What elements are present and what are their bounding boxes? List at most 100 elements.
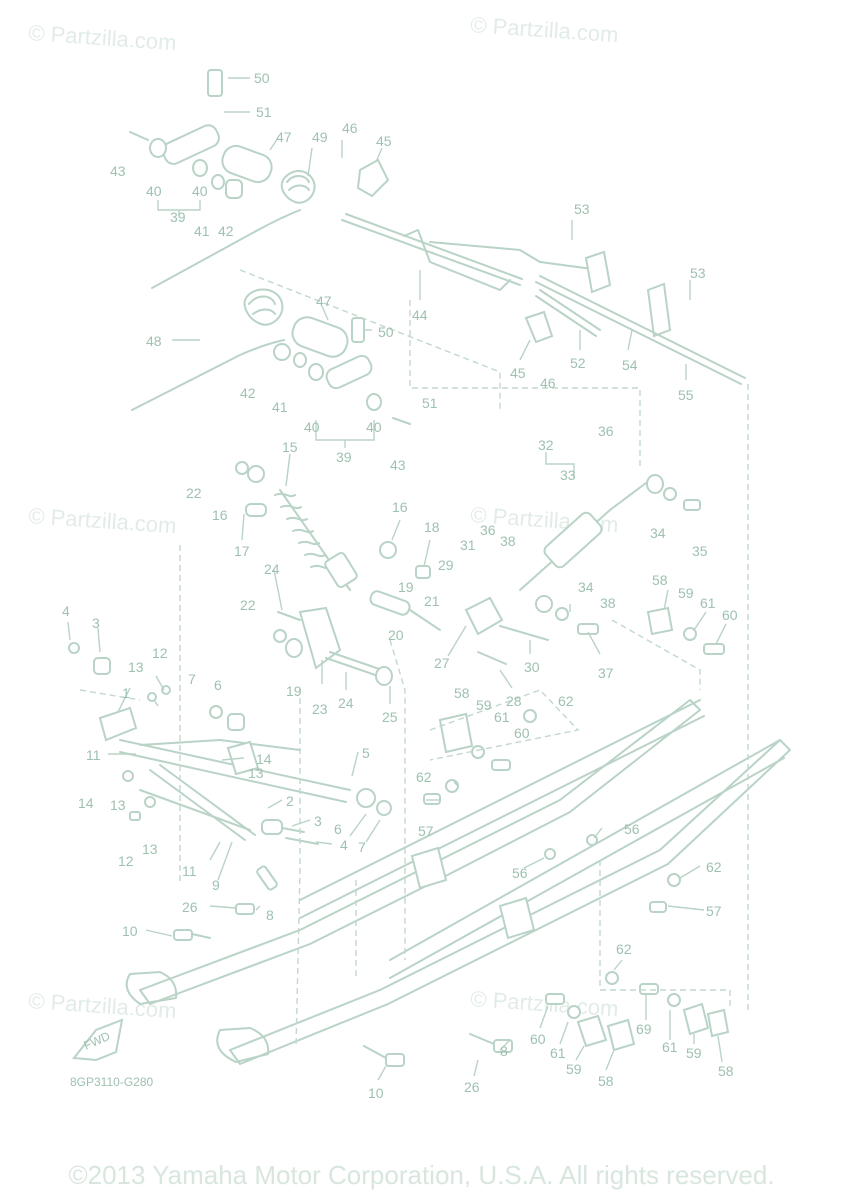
callout-31: 31 [460, 537, 476, 553]
callout-19: 19 [398, 579, 414, 595]
callout-10: 10 [122, 923, 138, 939]
callout-41: 41 [194, 223, 210, 239]
callout-4: 4 [340, 837, 348, 853]
callout-26: 26 [464, 1079, 480, 1095]
callout-7: 7 [358, 839, 366, 855]
callout-23: 23 [312, 701, 328, 717]
callout-56: 56 [512, 865, 528, 881]
callout-12: 12 [118, 853, 134, 869]
callout-16: 16 [212, 507, 228, 523]
callout-29: 29 [438, 557, 454, 573]
callout-13: 13 [128, 659, 144, 675]
callout-60: 60 [722, 607, 738, 623]
callout-24: 24 [338, 695, 354, 711]
callout-61: 61 [550, 1045, 566, 1061]
callout-54: 54 [622, 357, 638, 373]
callout-58: 58 [718, 1063, 734, 1079]
callout-53: 53 [690, 265, 706, 281]
callout-27: 27 [434, 655, 450, 671]
callout-36: 36 [480, 522, 496, 538]
callout-61: 61 [662, 1039, 678, 1055]
callout-11: 11 [182, 863, 197, 879]
callout-20: 20 [388, 627, 404, 643]
watermark-5: © Partzilla.com [28, 988, 178, 1023]
callout-43: 43 [110, 163, 126, 179]
callout-13: 13 [248, 765, 264, 781]
callout-43: 43 [390, 457, 406, 473]
callout-52: 52 [570, 355, 586, 371]
callout-8: 8 [266, 907, 274, 923]
callout-49: 49 [312, 129, 328, 145]
parts-drawing: FWD [68, 69, 791, 1067]
callout-58: 58 [652, 572, 668, 588]
callout-40: 40 [304, 419, 320, 435]
callout-22: 22 [186, 485, 202, 501]
callout-62: 62 [706, 859, 722, 875]
callout-13: 13 [142, 841, 158, 857]
callout-5: 5 [362, 745, 370, 761]
callout-9: 9 [212, 877, 220, 893]
watermark-3: © Partzilla.com [28, 503, 178, 538]
callout-47: 47 [316, 293, 332, 309]
callout-51: 51 [256, 104, 272, 120]
callout-34: 34 [578, 579, 594, 595]
callout-44: 44 [412, 307, 428, 323]
callout-35: 35 [692, 543, 708, 559]
callout-47: 47 [276, 129, 292, 145]
callout-22: 22 [240, 597, 256, 613]
callout-16: 16 [392, 499, 408, 515]
callout-57: 57 [418, 823, 434, 839]
callout-46: 46 [342, 120, 358, 136]
callout-59: 59 [476, 697, 492, 713]
callout-2: 2 [286, 793, 294, 809]
callout-4: 4 [62, 603, 70, 619]
callout-34: 34 [650, 525, 666, 541]
callout-45: 45 [376, 133, 392, 149]
callout-25: 25 [382, 709, 398, 725]
callout-39: 39 [170, 209, 186, 225]
callout-32: 32 [538, 437, 554, 453]
callout-6: 6 [214, 677, 222, 693]
callout-58: 58 [454, 685, 470, 701]
callout-60: 60 [514, 725, 530, 741]
copyright-notice: ©2013 Yamaha Motor Corporation, U.S.A. A… [68, 1160, 775, 1190]
callout-19: 19 [286, 683, 302, 699]
callout-61: 61 [494, 709, 510, 725]
callout-41: 41 [272, 399, 288, 415]
callout-51: 51 [422, 395, 438, 411]
watermark-1: © Partzilla.com [28, 20, 178, 55]
callout-labels: 50 51 47 49 46 45 43 40 40 39 41 42 53 5… [62, 70, 738, 1101]
callout-57: 57 [706, 903, 722, 919]
callout-60: 60 [530, 1031, 546, 1047]
callout-50: 50 [254, 70, 270, 86]
callout-38: 38 [500, 533, 516, 549]
callout-40: 40 [146, 183, 162, 199]
callout-45: 45 [510, 365, 526, 381]
callout-33: 33 [560, 467, 576, 483]
callout-42: 42 [218, 223, 234, 239]
callout-39: 39 [336, 449, 352, 465]
callout-12: 12 [152, 645, 168, 661]
callout-36: 36 [598, 423, 614, 439]
drawing-code: 8GP3110-G280 [70, 1075, 153, 1089]
callout-53: 53 [574, 201, 590, 217]
callout-59: 59 [678, 585, 694, 601]
watermark-2: © Partzilla.com [470, 12, 620, 47]
callout-59: 59 [566, 1061, 582, 1077]
callout-18: 18 [424, 519, 440, 535]
callout-6: 6 [334, 821, 342, 837]
callout-1: 1 [122, 685, 130, 701]
callout-42: 42 [240, 385, 256, 401]
callout-56: 56 [624, 821, 640, 837]
callout-17: 17 [234, 543, 250, 559]
callout-24: 24 [264, 561, 280, 577]
callout-21: 21 [424, 593, 440, 609]
callout-26: 26 [182, 899, 198, 915]
callout-3: 3 [314, 813, 322, 829]
callout-40: 40 [366, 419, 382, 435]
callout-15: 15 [282, 439, 298, 455]
callout-46: 46 [540, 375, 556, 391]
callout-7: 7 [188, 671, 196, 687]
callout-30: 30 [524, 659, 540, 675]
